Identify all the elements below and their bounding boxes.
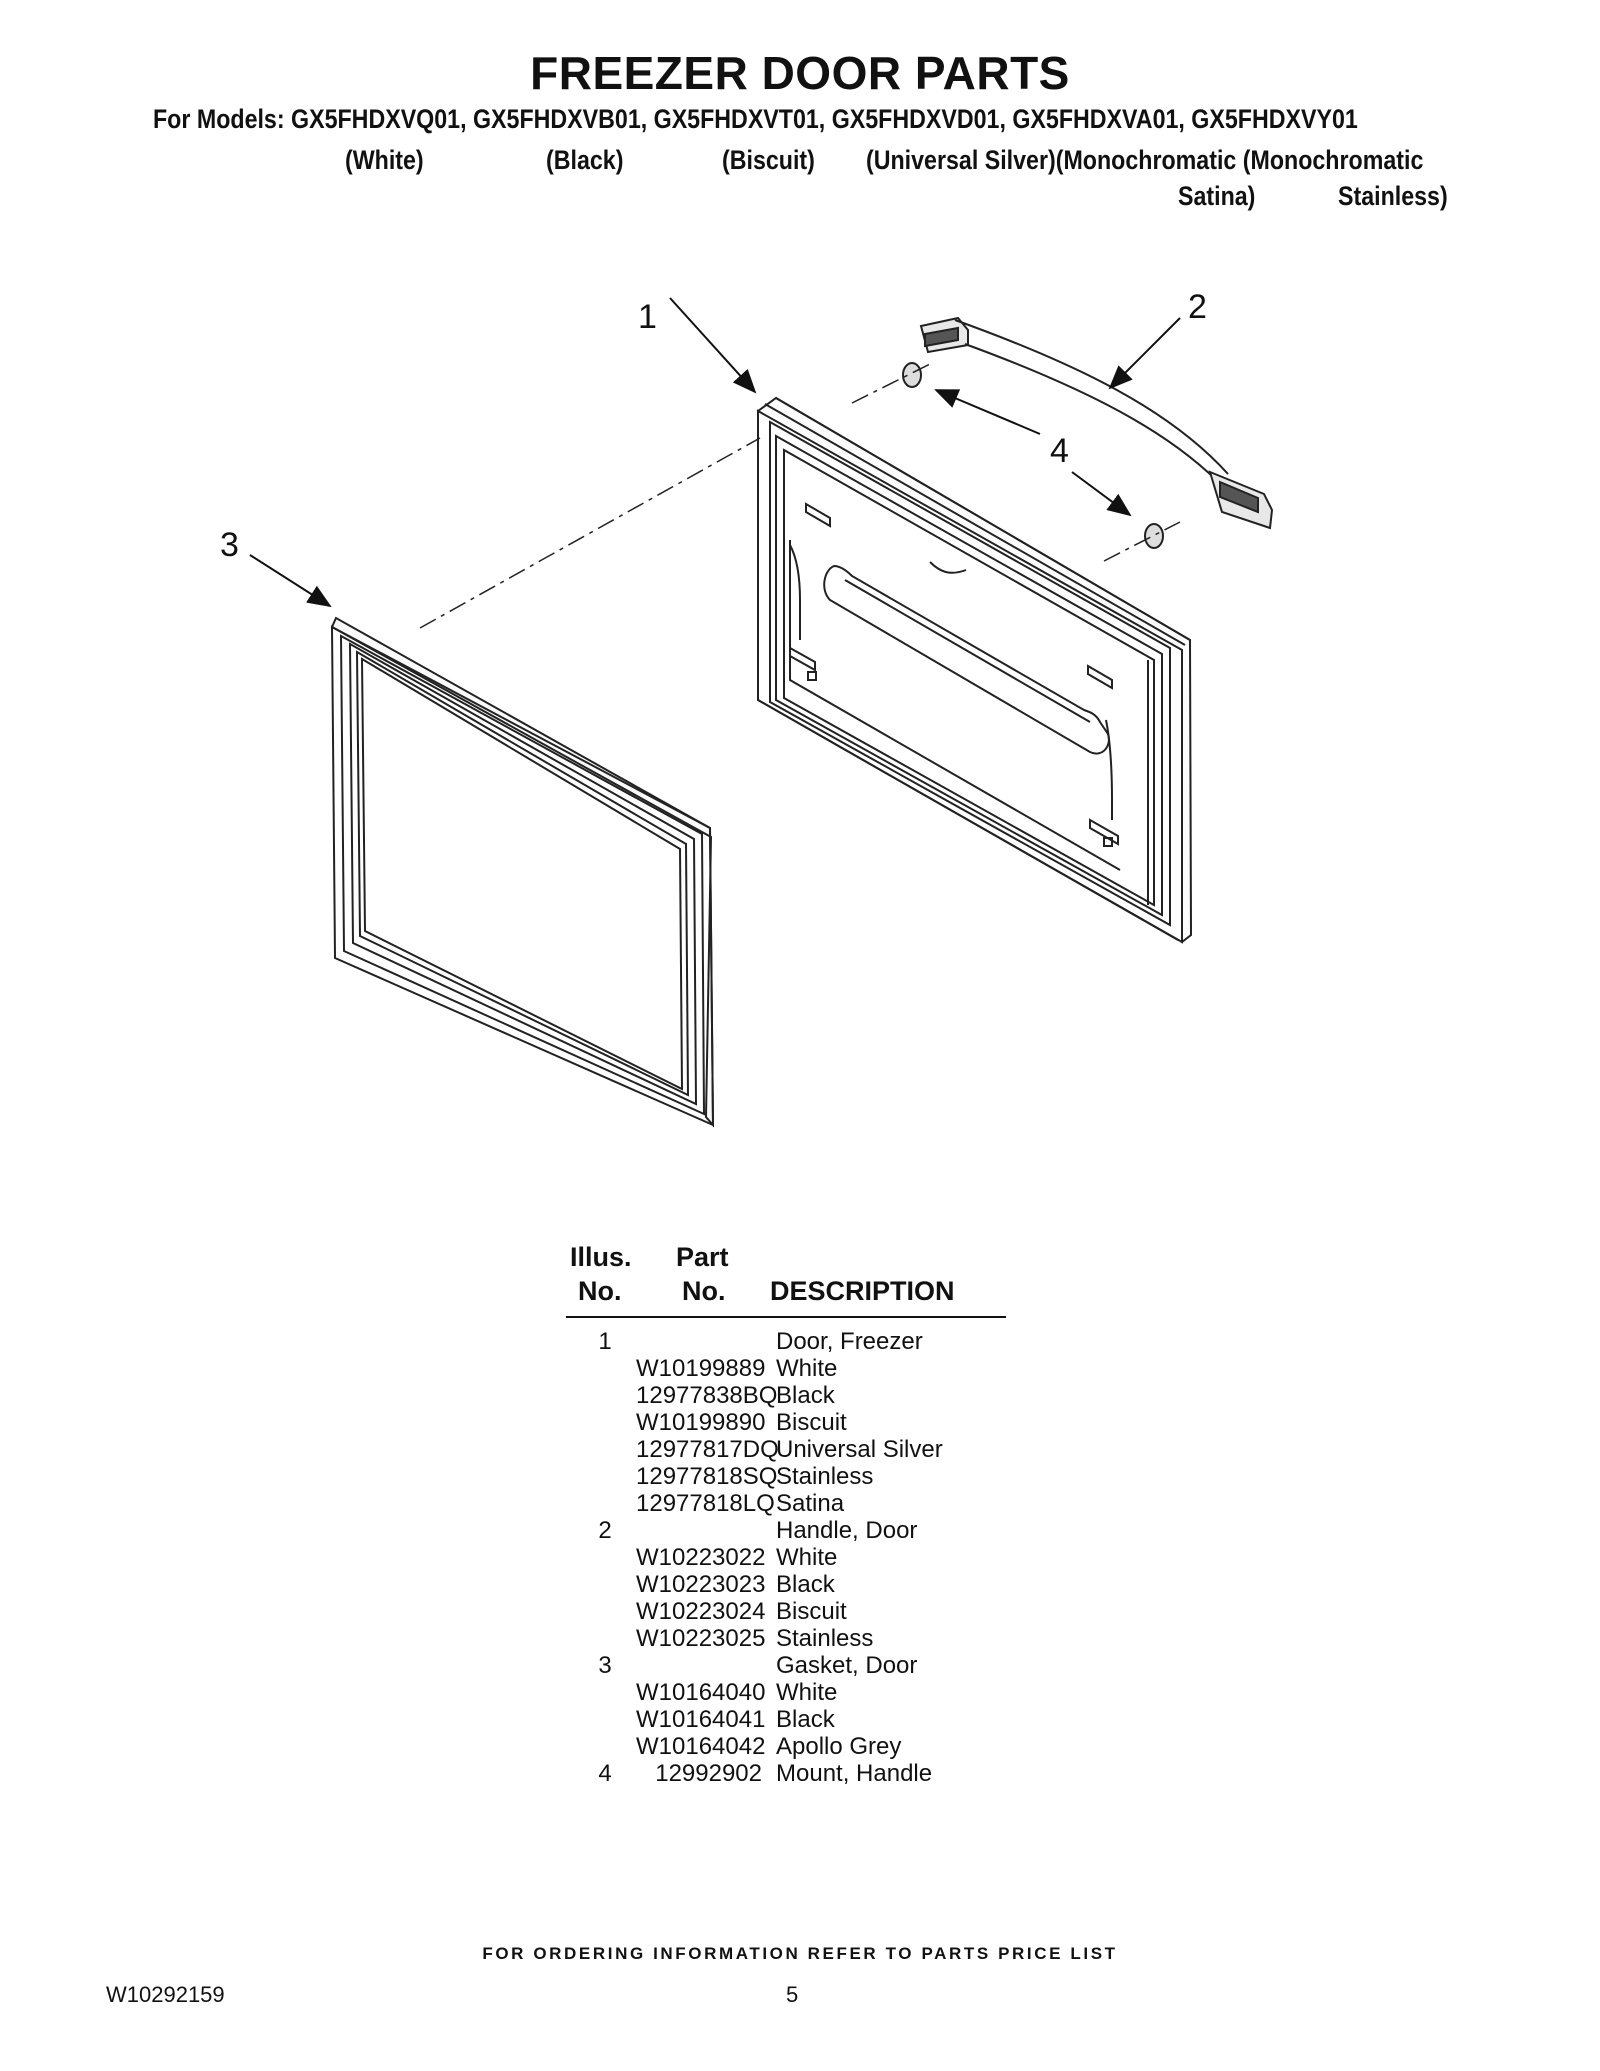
row-part: 12977818SQ	[636, 1463, 778, 1490]
row-illus: 3	[598, 1652, 612, 1679]
table-row: 1 Door, Freezer	[590, 1328, 1010, 1355]
row-desc: Apollo Grey	[776, 1733, 902, 1760]
door-freezer-drawing	[756, 396, 1193, 944]
row-part: 12977818LQ	[636, 1490, 775, 1517]
row-illus: 4	[598, 1760, 612, 1787]
table-row: 12977818LQ Satina	[590, 1490, 1010, 1517]
table-header-rule	[566, 1316, 1006, 1318]
row-desc: Black	[776, 1571, 835, 1598]
row-desc: Handle, Door	[776, 1517, 918, 1544]
table-row: W10164041 Black	[590, 1706, 1010, 1733]
page-title: FREEZER DOOR PARTS	[530, 47, 1070, 99]
row-part: 12992902	[655, 1760, 762, 1787]
table-head-illus-1: Illus.	[570, 1242, 632, 1272]
table-row: W10223024 Biscuit	[590, 1598, 1010, 1625]
table-row: 4 12992902 Mount, Handle	[590, 1760, 1010, 1787]
callout-2: 2	[1188, 288, 1207, 326]
variant-satina: Satina)	[1178, 181, 1256, 211]
row-part: W10164041	[636, 1706, 766, 1733]
page-number: 5	[786, 1982, 799, 2007]
table-row: 12977817DQ Universal Silver	[590, 1436, 1010, 1463]
table-row: 12977818SQ Stainless	[590, 1463, 1010, 1490]
row-desc: White	[776, 1679, 838, 1706]
variant-white: (White)	[345, 145, 424, 175]
callout-3: 3	[220, 526, 239, 564]
row-desc: Biscuit	[776, 1598, 847, 1625]
row-desc: Black	[776, 1382, 835, 1409]
table-row: 2 Handle, Door	[590, 1517, 1010, 1544]
row-part: 12977817DQ	[636, 1436, 779, 1463]
gasket-door-drawing	[330, 616, 715, 1128]
document-number: W10292159	[106, 1982, 225, 2007]
row-part: W10223023	[636, 1571, 766, 1598]
table-row: W10199890 Biscuit	[590, 1409, 1010, 1436]
table-row: W10223022 White	[590, 1544, 1010, 1571]
alignment-lines	[419, 363, 1181, 629]
row-desc: Door, Freezer	[776, 1328, 923, 1355]
handle-door-drawing	[919, 316, 1274, 530]
table-row: W10199889 White	[590, 1355, 1010, 1382]
row-desc: Stainless	[776, 1463, 874, 1490]
row-illus: 1	[598, 1328, 612, 1355]
ordering-note: FOR ORDERING INFORMATION REFER TO PARTS …	[482, 1944, 1118, 1963]
row-part: W10164040	[636, 1679, 766, 1706]
row-desc: Stainless	[776, 1625, 874, 1652]
row-desc: Satina	[776, 1490, 845, 1517]
exploded-parts-diagram: 1 2 3 4	[220, 288, 1274, 1128]
row-part: W10223024	[636, 1598, 766, 1625]
table-row: 12977838BQ Black	[590, 1382, 1010, 1409]
row-desc: Gasket, Door	[776, 1652, 918, 1679]
row-part: W10199890	[636, 1409, 766, 1436]
table-row: W10164040 White	[590, 1679, 1010, 1706]
mount-handle-drawing	[902, 362, 1164, 549]
row-part: 12977838BQ	[636, 1382, 778, 1409]
row-desc: Universal Silver	[776, 1436, 943, 1463]
table-head-illus-2: No.	[578, 1276, 622, 1306]
table-head-part-2: No.	[682, 1276, 726, 1306]
callout-4: 4	[1050, 432, 1069, 470]
table-head-description: DESCRIPTION	[770, 1276, 955, 1306]
table-head-part-1: Part	[676, 1242, 729, 1272]
callout-1: 1	[638, 298, 657, 336]
variant-stainless: Stainless)	[1338, 181, 1448, 211]
table-row: W10164042 Apollo Grey	[590, 1733, 1010, 1760]
row-desc: White	[776, 1355, 838, 1382]
models-line: For Models: GX5FHDXVQ01, GX5FHDXVB01, GX…	[153, 104, 1358, 134]
variant-black: (Black)	[546, 145, 624, 175]
table-row: W10223025 Stainless	[590, 1625, 1010, 1652]
table-row: 3 Gasket, Door	[590, 1652, 1010, 1679]
row-part: W10223025	[636, 1625, 766, 1652]
row-part: W10223022	[636, 1544, 766, 1571]
row-desc: White	[776, 1544, 838, 1571]
row-desc: Black	[776, 1706, 835, 1733]
leader-arrows	[249, 297, 1181, 608]
table-row: W10223023 Black	[590, 1571, 1010, 1598]
row-part: W10199889	[636, 1355, 766, 1382]
row-desc: Biscuit	[776, 1409, 847, 1436]
row-illus: 2	[598, 1517, 612, 1544]
row-part: W10164042	[636, 1733, 766, 1760]
variant-silver-mono: (Universal Silver)(Monochromatic (Monoch…	[866, 145, 1424, 175]
row-desc: Mount, Handle	[776, 1760, 933, 1787]
variant-biscuit: (Biscuit)	[722, 145, 815, 175]
